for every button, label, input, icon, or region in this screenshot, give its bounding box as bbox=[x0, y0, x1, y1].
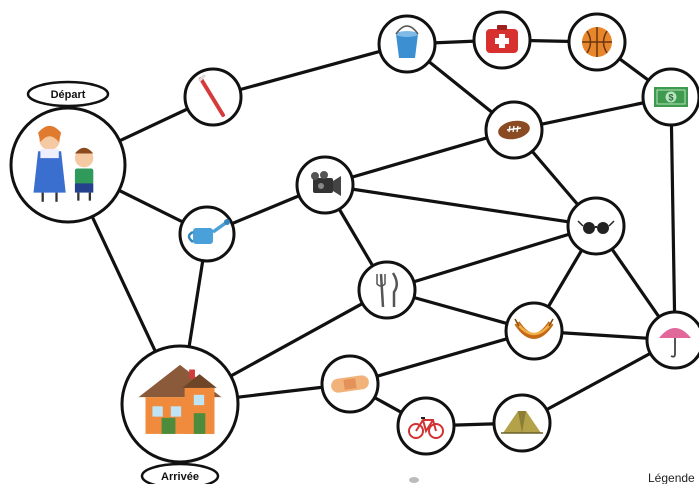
dollar-bill-icon: $ bbox=[654, 87, 688, 107]
edge-hammock-bandage bbox=[348, 329, 536, 386]
node-circle bbox=[9, 106, 127, 224]
first-aid-kit-icon bbox=[486, 25, 518, 53]
node-glasses bbox=[566, 196, 626, 256]
node-hammock bbox=[504, 301, 564, 361]
end-label: Arrivée bbox=[140, 462, 220, 484]
edge-camera-glasses bbox=[323, 183, 598, 228]
end-label-text: Arrivée bbox=[161, 471, 199, 483]
edge-toothbrush-bucket bbox=[211, 42, 409, 99]
hammock-icon bbox=[514, 318, 554, 339]
node-watering-can bbox=[178, 205, 236, 263]
pencil-icon bbox=[409, 477, 419, 483]
football-icon bbox=[498, 120, 530, 140]
node-house bbox=[120, 344, 240, 464]
toothbrush-icon bbox=[197, 73, 225, 117]
glasses-icon bbox=[577, 220, 615, 234]
node-bicycle bbox=[396, 396, 456, 456]
umbrella-icon bbox=[659, 328, 691, 358]
node-cutlery bbox=[357, 260, 417, 320]
house-icon bbox=[138, 364, 222, 434]
node-camera bbox=[295, 155, 355, 215]
cutlery-icon bbox=[376, 272, 398, 308]
edge-money-umbrella bbox=[669, 95, 677, 342]
node-basketball bbox=[567, 12, 627, 72]
node-tent bbox=[492, 393, 552, 453]
nodes: $ bbox=[9, 10, 699, 464]
bucket-icon bbox=[395, 25, 419, 58]
node-circle bbox=[645, 310, 699, 370]
node-bandage bbox=[320, 354, 380, 414]
node-umbrella bbox=[645, 310, 699, 370]
basketball-icon bbox=[582, 27, 612, 57]
node-circle bbox=[396, 396, 456, 456]
legend-label: Légende bbox=[648, 471, 695, 484]
family-icon bbox=[33, 125, 94, 202]
node-family bbox=[9, 106, 127, 224]
edge-cutlery-glasses bbox=[385, 224, 598, 292]
start-label: Départ bbox=[26, 80, 110, 108]
start-label-text: Départ bbox=[51, 89, 86, 101]
bandage-icon bbox=[331, 375, 369, 393]
node-football bbox=[484, 100, 544, 160]
bicycle-icon bbox=[408, 417, 444, 439]
node-toothbrush bbox=[183, 67, 243, 127]
node-circle bbox=[504, 301, 564, 361]
node-bucket bbox=[377, 14, 437, 74]
video-camera-icon bbox=[311, 171, 341, 196]
watering-can-icon bbox=[187, 219, 230, 244]
node-first-aid bbox=[472, 10, 532, 70]
edge-camera-football bbox=[323, 128, 516, 187]
node-money: $ bbox=[641, 67, 699, 127]
tent-icon bbox=[501, 411, 543, 434]
svg-text:$: $ bbox=[668, 93, 673, 103]
node-circle bbox=[357, 260, 417, 320]
